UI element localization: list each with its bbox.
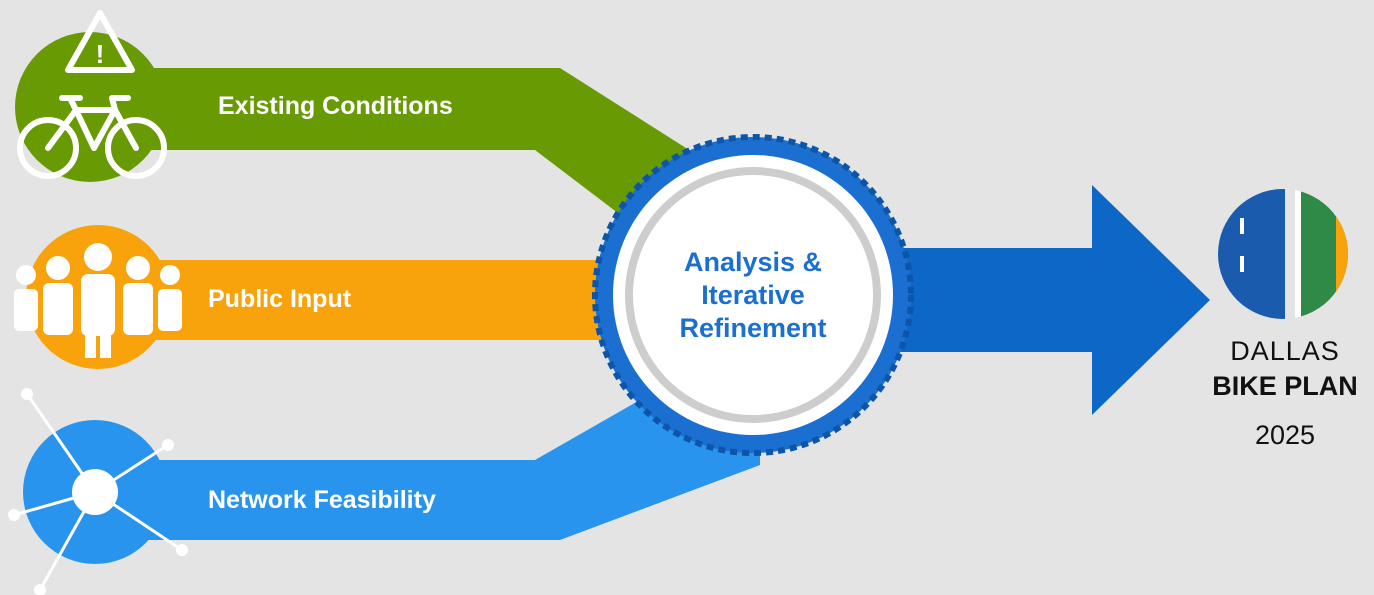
analysis-gear-circle (592, 134, 914, 456)
bicycle-warning-icon: ! (15, 10, 167, 182)
logo-plan-name: BIKE PLAN (1212, 371, 1358, 401)
public-input-label: Public Input (208, 285, 352, 313)
people-group-icon (14, 225, 182, 369)
logo-city: DALLAS (1230, 336, 1340, 366)
logo-year: 2025 (1254, 420, 1316, 450)
network-feasibility-label: Network Feasibility (208, 486, 436, 514)
existing-conditions-label: Existing Conditions (218, 92, 453, 120)
output-arrow (855, 185, 1210, 415)
warning-glyph: ! (96, 39, 105, 69)
network-feasibility-band (90, 400, 760, 540)
analysis-title-line-2: Iterative (701, 280, 805, 310)
analysis-title: Analysis & Iterative Refinement (630, 246, 876, 345)
analysis-title-line-1: Analysis & (683, 247, 823, 277)
network-nodes-icon (8, 388, 188, 595)
analysis-title-line-3: Refinement (679, 313, 827, 343)
bike-lane-road-icon (1218, 189, 1348, 319)
existing-conditions-band (90, 68, 760, 245)
